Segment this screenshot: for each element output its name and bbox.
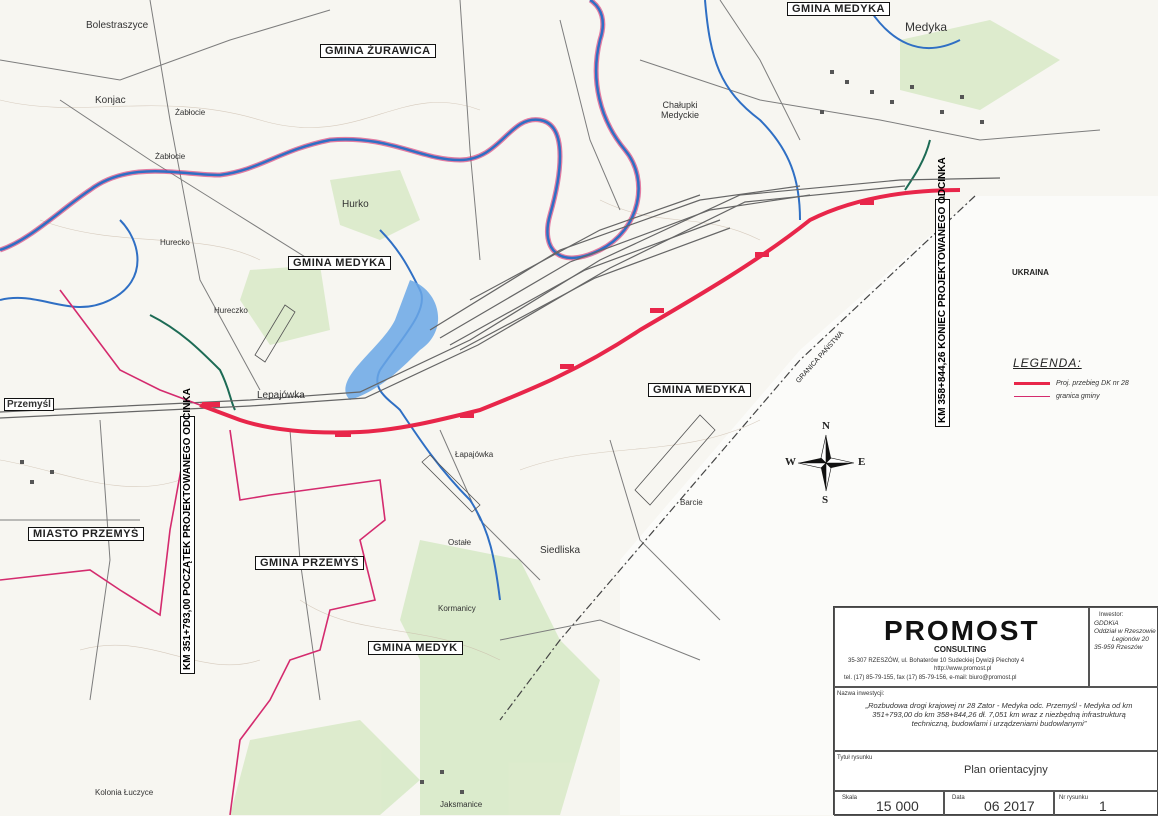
contour-lines: [0, 99, 761, 666]
title-block: PROMOST CONSULTING 35-307 RZESZÓW, ul. B…: [833, 606, 1158, 816]
investor-line: Oddział w Rzeszowie: [1094, 628, 1156, 635]
investor-line: 35-959 Rzeszów: [1094, 644, 1143, 651]
place-label: Hureczko: [214, 306, 248, 315]
place-label: Kormanicy: [438, 604, 476, 613]
buildings: [20, 70, 984, 794]
compass-s-label: S: [822, 494, 829, 506]
compass-n-label: N: [822, 420, 830, 432]
place-label: Łapajówka: [455, 450, 494, 459]
place-label: Przemyśl: [4, 398, 54, 411]
legend-swatch-road: [1014, 382, 1050, 385]
scale-label: Skala: [842, 795, 858, 801]
place-label: Lepajówka: [257, 390, 305, 401]
company-sub: CONSULTING: [934, 645, 987, 654]
place-label: Jaksmanice: [440, 800, 483, 809]
gmina-label: GMINA ŻURAWICA: [320, 44, 436, 58]
gmina-label: MIASTO PRZEMYŚ: [28, 527, 144, 541]
project-name: „Rozbudowa drogi krajowej nr 28 Zator - …: [865, 701, 1133, 728]
country-label: UKRAINA: [1012, 268, 1049, 277]
gmina-label: GMINA MEDYKA: [787, 2, 890, 16]
place-label: Hurko: [342, 199, 369, 210]
gmina-label: GMINA MEDYKA: [648, 383, 751, 397]
legend-swatch-boundary: [1014, 396, 1050, 397]
pond: [345, 280, 439, 400]
ukraine-area: [620, 196, 1158, 815]
company-logo: PROMOST: [884, 615, 1040, 646]
date-label: Data: [952, 795, 965, 801]
place-label: Medyka: [905, 20, 948, 34]
field-plots: [254, 304, 716, 513]
place-label: Chałupki Medyckie: [660, 100, 699, 120]
end-km-marker: KM 358+844,26 KONIEC PROJEKTOWANEGO ODCI…: [935, 157, 950, 427]
compass-rose: [797, 434, 855, 492]
place-label: Bolestraszyce: [86, 20, 149, 31]
local-roads: [0, 0, 1101, 701]
gmina-label: GMINA MEDYKA: [288, 256, 391, 270]
place-label: Siedliska: [540, 545, 581, 556]
place-label: Ostałe: [448, 538, 472, 547]
investor-line: GDDKiA: [1094, 620, 1119, 627]
legend-item-boundary: granica gminy: [1014, 393, 1100, 400]
place-label: Kolonia Łuczyce: [95, 788, 154, 797]
place-label: Hurecko: [160, 238, 190, 247]
drawing-title-cell: [834, 751, 1158, 791]
place-label: Żabłocie: [155, 152, 186, 161]
place-label: Barcie: [680, 498, 703, 507]
investor-label: Inwestor:: [1099, 612, 1124, 618]
start-km-marker: KM 351+793,00 POCZĄTEK PROJEKTOWANEGO OD…: [180, 388, 195, 674]
gmina-boundaries: [0, 289, 386, 815]
investor-line: Legionów 20: [1112, 636, 1149, 643]
company-cell: [834, 607, 1089, 687]
company-contact: tel. (17) 85-79-155, fax (17) 85-79-156,…: [844, 675, 1017, 681]
investor-cell: [1089, 607, 1158, 687]
project-cell: [834, 687, 1158, 751]
gmina-label: GMINA PRZEMYŚ: [255, 556, 364, 570]
company-address: 35-307 RZESZÓW, ul. Bohaterów 10 Sudecki…: [848, 658, 1025, 664]
company-website: http://www.promost.pl: [934, 666, 992, 672]
place-label: Konjac: [95, 95, 126, 106]
legend-label: granica gminy: [1056, 393, 1100, 400]
legend-title: LEGENDA:: [1013, 356, 1082, 370]
river-san: [0, 0, 642, 309]
drawing-title: Plan orientacyjny: [964, 764, 1048, 776]
state-border: [499, 195, 976, 721]
place-label: Żabłocie: [175, 108, 206, 117]
date-value: 06 2017: [984, 798, 1035, 814]
scale-value: 15 000: [876, 798, 919, 814]
stream-green-2: [904, 139, 931, 191]
railway-tracks: [0, 177, 1001, 419]
number-value: 1: [1099, 798, 1107, 814]
gmina-label: GMINA MEDYK: [368, 641, 463, 655]
number-label: Nr rysunku: [1059, 795, 1089, 801]
stream-green: [149, 314, 236, 411]
project-label: Nazwa inwestycji:: [837, 691, 885, 697]
drawing-title-label: Tytuł rysunku: [837, 755, 873, 761]
compass-w-label: W: [785, 456, 796, 468]
road-km-markers: [202, 200, 874, 437]
compass-e-label: E: [858, 456, 866, 468]
legend-item-road: Proj. przebieg DK nr 28: [1014, 380, 1129, 387]
legend-label: Proj. przebieg DK nr 28: [1056, 380, 1129, 387]
